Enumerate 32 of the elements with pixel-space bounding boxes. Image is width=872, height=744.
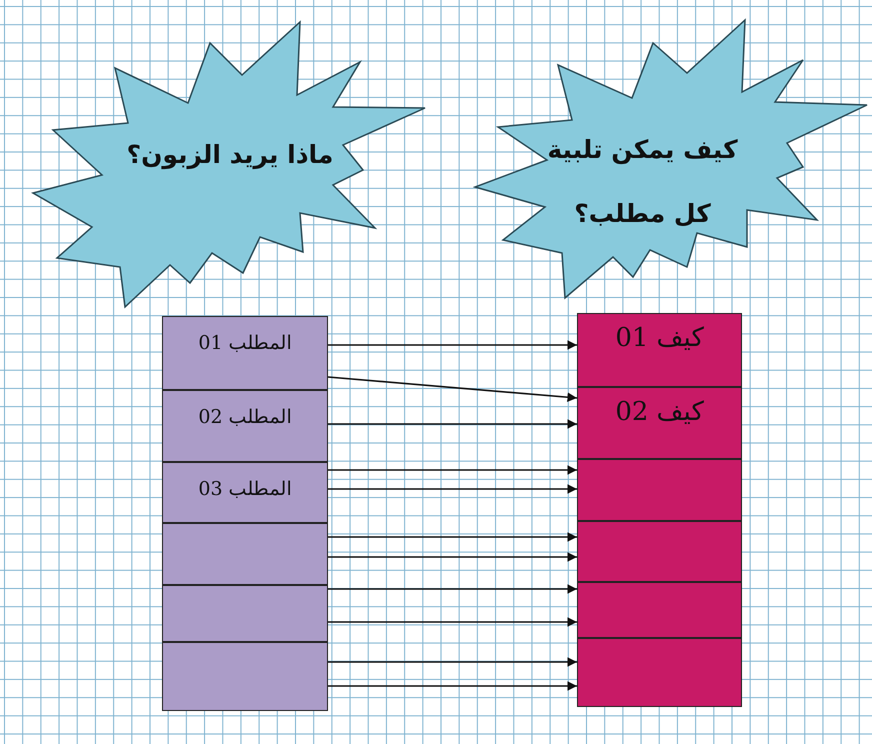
- table-cell: [162, 585, 328, 642]
- arrow: [328, 657, 577, 667]
- table-cell: [577, 582, 742, 638]
- table-cell: [162, 390, 328, 462]
- arrow: [328, 376, 578, 402]
- cell-text: المطلب 03: [197, 477, 293, 500]
- burst-text: ماذا يريد الزبون؟: [126, 140, 334, 169]
- cell-text: كيف 01: [614, 322, 705, 353]
- cell-text: المطلب 02: [197, 405, 293, 428]
- arrow: [328, 484, 577, 494]
- starburst-shape: [473, 18, 869, 300]
- arrow: [328, 552, 577, 562]
- table-cell: [577, 638, 742, 707]
- burst-text: كيف يمكن تلبية كل مطلب؟: [546, 134, 739, 230]
- arrow: [328, 681, 577, 691]
- table-cell: [577, 313, 742, 387]
- table-cell: [577, 387, 742, 459]
- arrow: [328, 617, 577, 627]
- arrow: [328, 532, 577, 542]
- table-cell: [577, 459, 742, 521]
- arrow: [328, 584, 577, 594]
- cell-text: المطلب 01: [197, 331, 293, 354]
- arrow: [328, 465, 577, 475]
- arrow: [328, 419, 577, 429]
- table-cell: [162, 523, 328, 585]
- arrow: [328, 340, 577, 350]
- cell-text: كيف 02: [614, 396, 705, 427]
- table-cell: [162, 462, 328, 523]
- table-cell: [162, 316, 328, 390]
- table-cell: [162, 642, 328, 711]
- starburst-shape: [31, 20, 427, 309]
- table-cell: [577, 521, 742, 582]
